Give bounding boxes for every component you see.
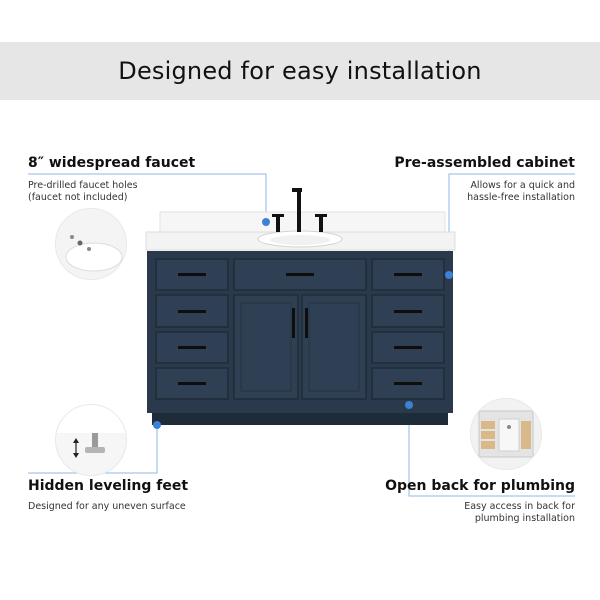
- page-title: Designed for easy installation: [118, 57, 482, 85]
- backsplash: [159, 211, 446, 233]
- title-banner: Designed for easy installation: [0, 42, 600, 100]
- plumbing-desc-line2: plumbing installation: [474, 513, 575, 524]
- leveling-foot-icon: [55, 404, 127, 476]
- cabinet-toe-kick: [152, 413, 448, 425]
- sink-bowl: [270, 235, 330, 245]
- cabinet-desc-line2: hassle-free installation: [467, 192, 575, 203]
- basin-with-faucet-holes-icon: [55, 208, 127, 280]
- cabinet-doors: [233, 294, 367, 400]
- feet-desc-line1: Designed for any uneven surface: [28, 501, 186, 512]
- faucet-callout-title: 8″ widespread faucet: [28, 155, 196, 171]
- door-panels: [240, 302, 360, 392]
- feet-leader-line: [28, 425, 158, 474]
- feet-callout-desc: Designed for any uneven surface: [28, 501, 186, 513]
- cabinet-desc-line1: Allows for a quick and: [470, 180, 575, 191]
- callout-dots: [153, 218, 453, 429]
- plumbing-callout-desc: Easy access in back for plumbing install…: [464, 501, 575, 525]
- faucet-icon: [272, 188, 327, 232]
- feet-callout-title: Hidden leveling feet: [28, 478, 189, 494]
- plumbing-leader-line: [408, 405, 575, 497]
- plumbing-desc-line1: Easy access in back for: [464, 501, 575, 512]
- open-back-cabinet-icon: [470, 398, 542, 470]
- faucet-desc-line1: Pre-drilled faucet holes: [28, 180, 138, 191]
- cabinet-callout-desc: Allows for a quick and hassle-free insta…: [467, 180, 575, 204]
- drawer-pulls: [178, 273, 422, 385]
- faucet-callout-desc: Pre-drilled faucet holes (faucet not inc…: [28, 180, 138, 204]
- faucet-leader-line: [28, 173, 267, 222]
- left-drawers: [155, 258, 229, 400]
- faucet-desc-line2: (faucet not included): [28, 192, 128, 203]
- plumbing-callout-title: Open back for plumbing: [385, 478, 575, 494]
- cabinet-callout-title: Pre-assembled cabinet: [394, 155, 575, 171]
